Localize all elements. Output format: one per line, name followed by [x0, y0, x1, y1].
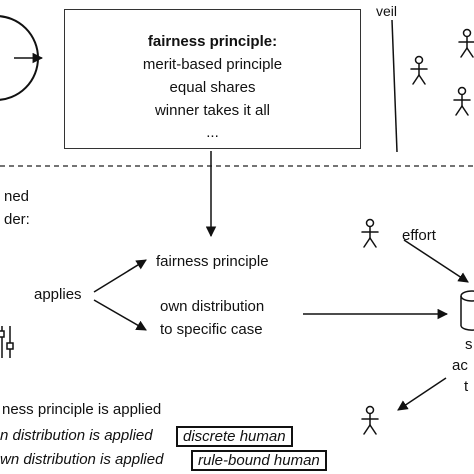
principle-item: merit-based principle	[142, 56, 283, 73]
principle-item: ...	[206, 124, 219, 141]
veil-line	[391, 19, 398, 153]
principle-box-heading: fairness principle:	[147, 33, 278, 50]
specific-case-label: to specific case	[160, 321, 263, 338]
slider-controls-icon	[0, 326, 14, 358]
stick-figure-icon	[361, 218, 379, 248]
effort-label: effort	[402, 227, 436, 244]
principle-item: winner takes it all	[154, 102, 271, 119]
bottom-line-distribution-2: wn distribution is applied	[0, 451, 164, 468]
to-bottom-figure-arrow	[397, 377, 447, 411]
effort-arrow	[403, 239, 469, 283]
rule-bound-human-tag: rule-bound human	[191, 450, 327, 471]
applies-label: applies	[34, 286, 82, 303]
fairness-principle-box	[64, 9, 361, 149]
fairness-principle-label: fairness principle	[156, 253, 269, 270]
stick-figure-icon	[361, 405, 379, 435]
bottom-line-principle: ness principle is applied	[2, 401, 162, 418]
cylinder-icon	[460, 290, 474, 331]
applies-up-arrow	[93, 259, 147, 293]
left-fragment-1: ned	[4, 188, 30, 205]
discrete-human-tag: discrete human	[176, 426, 293, 447]
right-fragment-ac: ac	[452, 357, 468, 374]
right-fragment-t: t	[464, 378, 469, 395]
applies-down-arrow	[93, 299, 147, 331]
own-distribution-label: own distribution	[160, 298, 265, 315]
bottom-line-distribution: n distribution is applied	[0, 427, 153, 444]
stick-figure-icon	[410, 55, 428, 85]
right-fragment-s: s	[465, 336, 473, 353]
veil-label: veil	[376, 3, 398, 19]
principle-item: equal shares	[169, 79, 256, 96]
stick-figure-icon	[458, 28, 474, 58]
stick-figure-icon	[453, 86, 471, 116]
left-fragment-2: der:	[4, 211, 30, 228]
